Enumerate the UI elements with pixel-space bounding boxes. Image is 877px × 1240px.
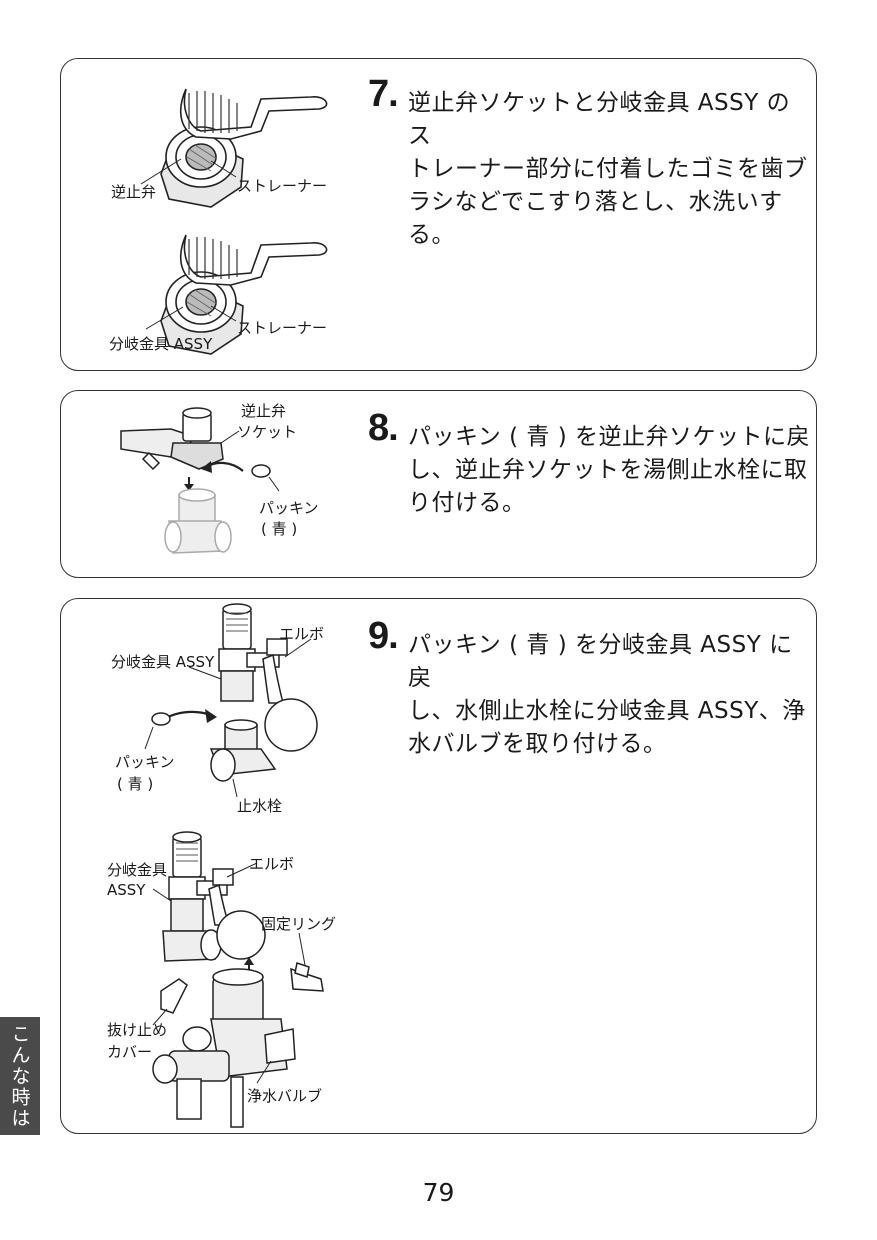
wrench-and-socket bbox=[120, 407, 224, 471]
step-9-panel: エルボ 分岐金具 ASSY パッキン ( 青 ) 止水栓 bbox=[60, 598, 817, 1134]
label-cover-1: 抜け止め bbox=[107, 1021, 167, 1039]
label-packing: パッキン bbox=[115, 753, 175, 771]
instruction-line: し、水側止水栓に分岐金具 ASSY、浄 bbox=[408, 698, 806, 724]
escutcheon-icon bbox=[264, 698, 318, 752]
cover-icon bbox=[160, 978, 188, 1014]
fixing-ring-icon bbox=[290, 962, 324, 992]
instruction-line: し、逆止弁ソケットを湯側止水栓に取 bbox=[408, 457, 808, 483]
label-packing-color: ( 青 ) bbox=[261, 520, 297, 538]
step-8-panel: 逆止弁 ソケット パッキン ( 青 ) 8. パッキン ( 青 ) を逆止弁ソケ… bbox=[60, 390, 817, 578]
label-elbow-upper: エルボ bbox=[279, 625, 324, 643]
label-elbow-lower: エルボ bbox=[249, 855, 294, 873]
packing-icon bbox=[251, 464, 271, 478]
label-stop-valve: 止水栓 bbox=[237, 797, 282, 815]
label-packing-color: ( 青 ) bbox=[117, 775, 153, 793]
branch-install-illustration: エルボ 分岐金具 ASSY パッキン ( 青 ) 止水栓 bbox=[107, 603, 336, 1128]
step-instructions: 逆止弁ソケットと分岐金具 ASSY のス トレーナー部分に付着したゴミを歯ブ ラ… bbox=[408, 87, 813, 252]
step-instructions: パッキン ( 青 ) を逆止弁ソケットに戻 し、逆止弁ソケットを湯側止水栓に取 … bbox=[408, 421, 813, 520]
hot-water-stop-valve bbox=[164, 488, 232, 554]
label-branch-lower-2: ASSY bbox=[107, 881, 146, 899]
packing-icon bbox=[151, 712, 171, 726]
instruction-line: トレーナー部分に付着したゴミを歯ブ bbox=[408, 156, 808, 182]
label-purifier-valve: 浄水バルブ bbox=[247, 1087, 322, 1105]
step-number: 7. bbox=[368, 73, 399, 115]
socket-install-illustration: 逆止弁 ソケット パッキン ( 青 ) bbox=[120, 402, 319, 554]
label-branch-lower-1: 分岐金具 bbox=[107, 861, 167, 879]
instruction-line: 逆止弁ソケットと分岐金具 ASSY のス bbox=[408, 90, 791, 149]
label-cover-2: カバー bbox=[107, 1043, 152, 1061]
label-strainer-bottom: ストレーナー bbox=[237, 319, 327, 337]
instruction-line: 水バルブを取り付ける。 bbox=[408, 731, 667, 757]
step-7-panel: 逆止弁 ストレーナー 分岐金具 ASSY ストレーナー 7. 逆止弁ソケットと分… bbox=[60, 58, 817, 371]
step-instructions: パッキン ( 青 ) を分岐金具 ASSY に戻 し、水側止水栓に分岐金具 AS… bbox=[408, 629, 813, 761]
instruction-line: パッキン ( 青 ) を分岐金具 ASSY に戻 bbox=[408, 632, 793, 691]
label-socket: ソケット bbox=[237, 423, 297, 441]
instruction-line: パッキン ( 青 ) を逆止弁ソケットに戻 bbox=[408, 424, 811, 450]
branch-assy-lower bbox=[162, 831, 234, 962]
step-number: 8. bbox=[368, 407, 399, 449]
label-check-valve: 逆止弁 bbox=[111, 183, 156, 201]
label-branch-assy: 分岐金具 ASSY bbox=[109, 335, 213, 353]
label-packing: パッキン bbox=[259, 499, 319, 517]
instruction-line: り付ける。 bbox=[408, 490, 526, 516]
label-branch-assy-upper: 分岐金具 ASSY bbox=[111, 653, 215, 671]
label-check-valve: 逆止弁 bbox=[241, 402, 286, 420]
water-stop-valve bbox=[209, 719, 277, 782]
label-fixing-ring: 固定リング bbox=[261, 915, 336, 933]
branch-assy-figure bbox=[145, 234, 328, 355]
page-number: 79 bbox=[422, 1178, 455, 1207]
label-strainer-top: ストレーナー bbox=[237, 177, 327, 195]
branch-assy-upper bbox=[218, 603, 288, 704]
water-purifier-valve bbox=[152, 968, 296, 1128]
instruction-line: ラシなどでこすり落とし、水洗いする。 bbox=[408, 189, 783, 248]
step-number: 9. bbox=[368, 615, 399, 657]
strainer-cleaning-illustration: 逆止弁 ストレーナー 分岐金具 ASSY ストレーナー bbox=[109, 88, 328, 355]
check-valve-figure bbox=[140, 88, 328, 208]
section-side-tab: こんな時は bbox=[0, 1017, 40, 1135]
